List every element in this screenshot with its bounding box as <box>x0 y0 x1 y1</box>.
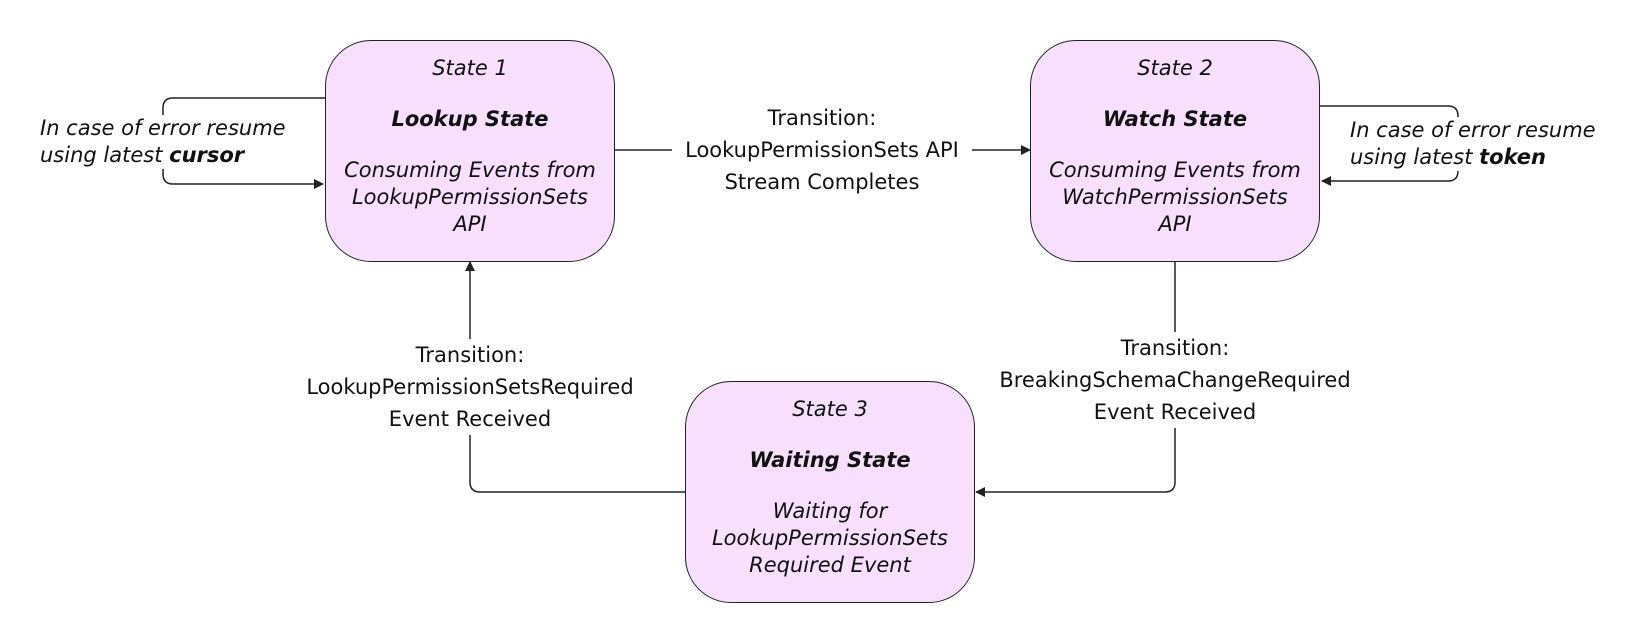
transition-label-watch-to-waiting: Transition: BreakingSchemaChangeRequired… <box>990 332 1360 428</box>
arrow-watch-to-waiting <box>975 262 1176 497</box>
state-description: Consuming Events from LookupPermissionSe… <box>344 158 596 236</box>
state-watch: State 2 Watch State Consuming Events fro… <box>1030 40 1320 262</box>
state-description: Consuming Events from WatchPermissionSet… <box>1049 158 1301 236</box>
error-note-token: In case of error resume using latest tok… <box>1350 117 1596 171</box>
error-note-cursor: In case of error resume using latest cur… <box>40 115 286 169</box>
state-title: Waiting State <box>749 448 911 472</box>
state-number: State 2 <box>1137 56 1213 80</box>
arrow-waiting-to-lookup <box>465 261 685 493</box>
state-number: State 1 <box>432 56 508 80</box>
transition-label-lookup-to-watch: Transition: LookupPermissionSets API Str… <box>672 102 972 198</box>
state-number: State 3 <box>792 397 868 421</box>
state-description: Waiting for LookupPermissionSets Require… <box>711 499 948 577</box>
state-lookup: State 1 Lookup State Consuming Events fr… <box>325 40 615 262</box>
state-title: Lookup State <box>391 107 549 131</box>
state-waiting: State 3 Waiting State Waiting for Lookup… <box>685 381 975 603</box>
state-title: Watch State <box>1102 107 1248 131</box>
transition-label-waiting-to-lookup: Transition: LookupPermissionSetsRequired… <box>290 339 650 435</box>
